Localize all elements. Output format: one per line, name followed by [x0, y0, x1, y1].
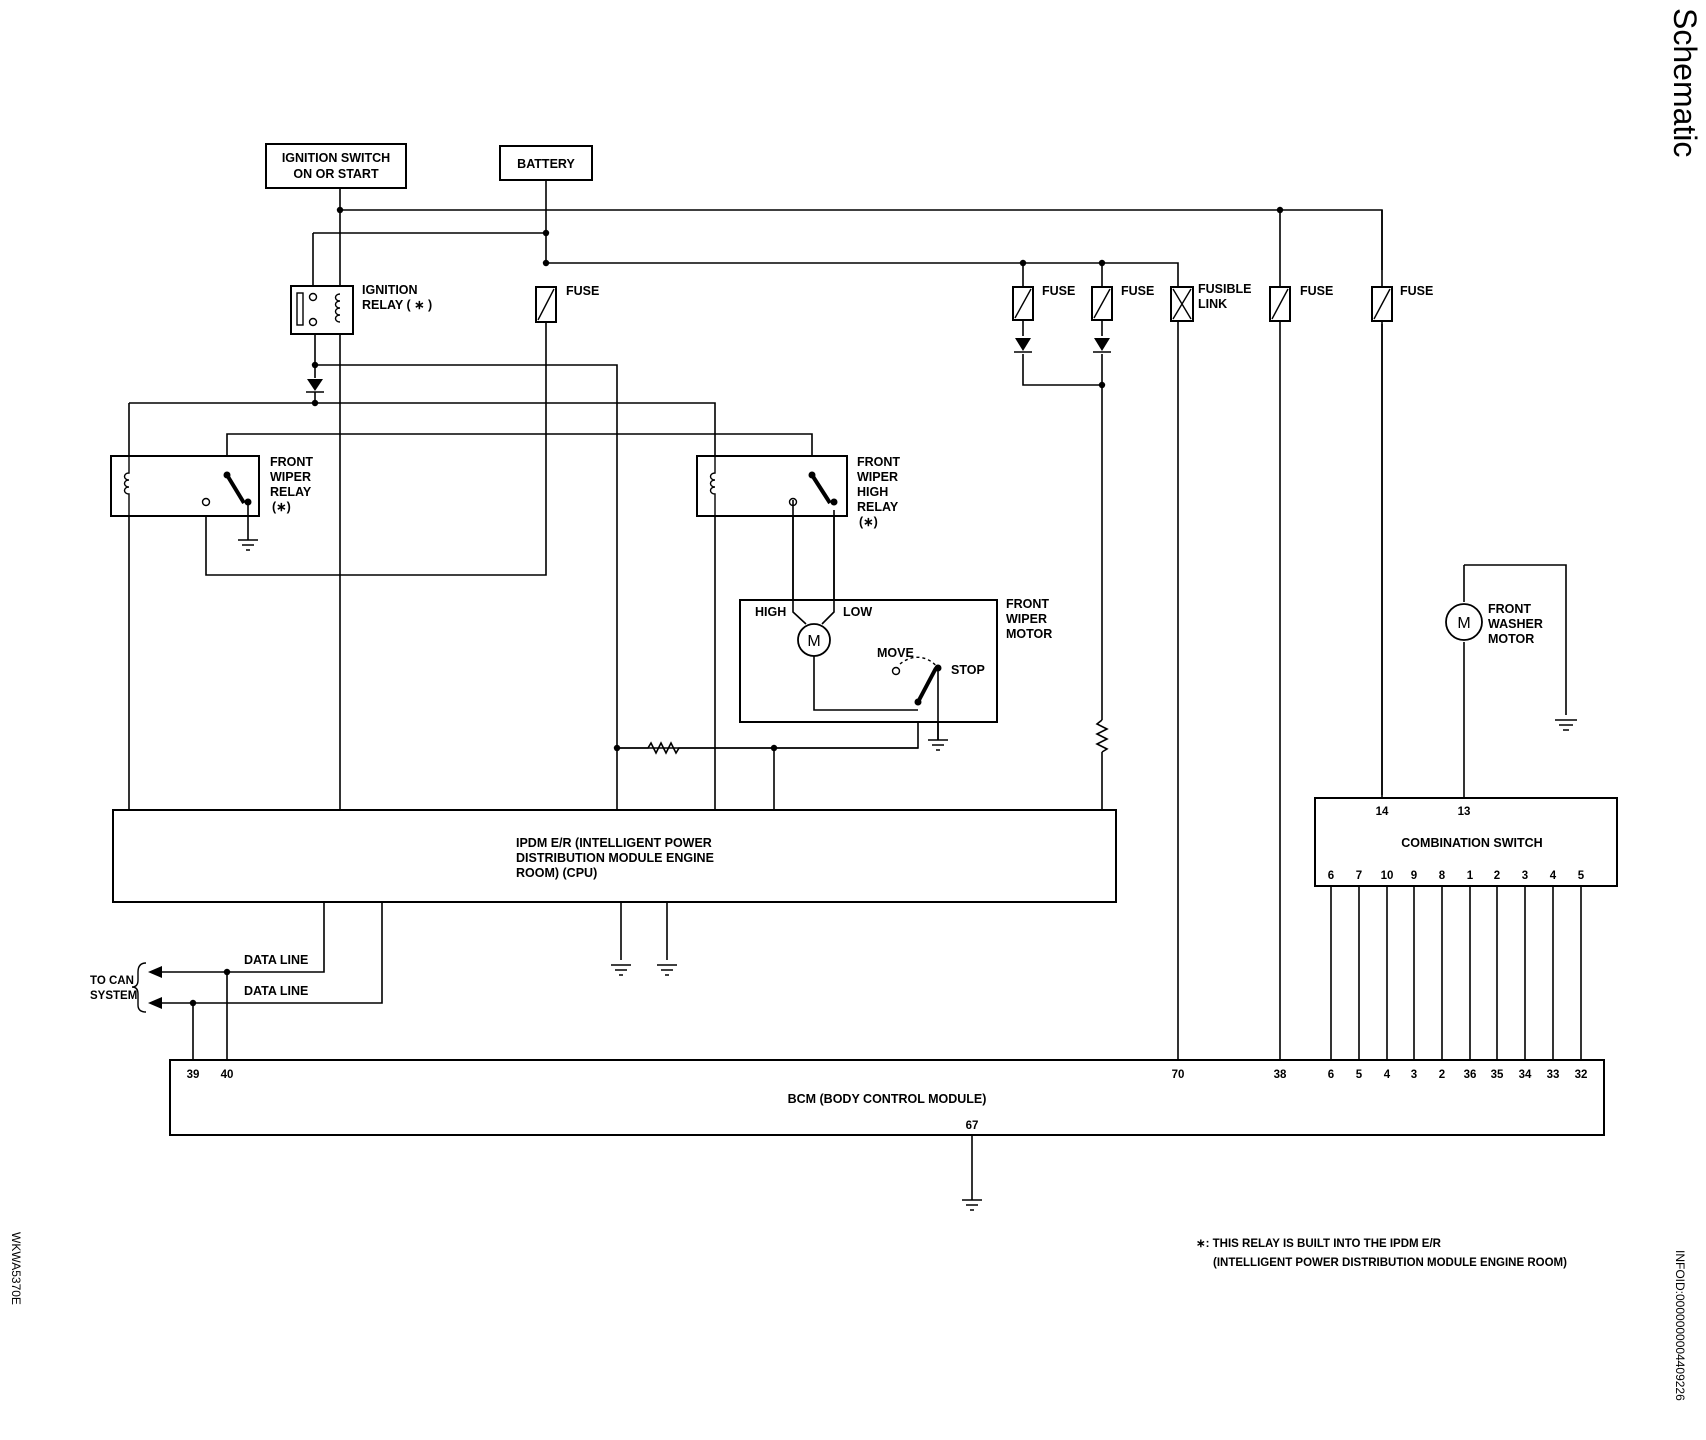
fuse-label: FUSE	[1121, 284, 1154, 298]
page-title: Schematic	[1667, 8, 1703, 157]
washer-motor-title: FRONT	[1488, 602, 1531, 616]
washer-motor-title-2: WASHER	[1488, 617, 1543, 631]
combination-switch: 14 13 COMBINATION SWITCH 6 7 10 9 8 1 2 …	[1314, 797, 1618, 887]
fusible-link: FUSIBLE LINK	[1170, 282, 1251, 322]
washer-motor-symbol: M	[1457, 615, 1470, 632]
ipdm-er: IPDM E/R (INTELLIGENT POWER DISTRIBUTION…	[112, 809, 1117, 903]
bcm-ground-pin: 67	[966, 1120, 979, 1132]
ipdm-label-3: ROOM) (CPU)	[516, 866, 597, 880]
info-id: INFOID:0000000004409226	[1673, 1250, 1687, 1401]
comb-pin: 5	[1578, 870, 1585, 882]
comb-pin: 4	[1550, 870, 1557, 882]
junction-dots	[189, 206, 1284, 1007]
ignition-switch-label-2: ON OR START	[293, 167, 379, 181]
front-wiper-high-relay-label-4: RELAY	[857, 500, 899, 514]
ignition-switch-label: IGNITION SWITCH	[282, 151, 390, 165]
bcm-pin: 5	[1356, 1069, 1363, 1081]
bcm-pin: 39	[187, 1069, 200, 1081]
bcm-pin: 40	[221, 1069, 234, 1081]
bcm-pin: 32	[1575, 1069, 1588, 1081]
front-wiper-relay-label-4: (∗)	[272, 500, 291, 514]
washer-motor-title-3: MOTOR	[1488, 632, 1534, 646]
footnote-line-2: (INTELLIGENT POWER DISTRIBUTION MODULE E…	[1213, 1257, 1567, 1269]
fuse-battery: FUSE	[535, 284, 599, 323]
wiper-motor-symbol: M	[807, 633, 820, 650]
data-line-1-label: DATA LINE	[244, 953, 308, 967]
comb-pin: 2	[1494, 870, 1500, 882]
wiper-motor-title: FRONT	[1006, 597, 1049, 611]
ipdm-label-2: DISTRIBUTION MODULE ENGINE	[516, 851, 714, 865]
fuse-label: FUSE	[1300, 284, 1333, 298]
comb-pin: 10	[1381, 870, 1394, 882]
comb-pin: 3	[1522, 870, 1528, 882]
footnote-line-1: ∗: THIS RELAY IS BUILT INTO THE IPDM E/R	[1196, 1238, 1442, 1250]
bcm-pin: 4	[1384, 1069, 1391, 1081]
wiper-motor-title-2: WIPER	[1006, 612, 1047, 626]
diodes	[306, 338, 1111, 393]
bcm-pin: 35	[1491, 1069, 1504, 1081]
bcm-pin: 2	[1439, 1069, 1445, 1081]
comb-pin-13: 13	[1458, 806, 1471, 818]
fusible-link-label: FUSIBLE	[1198, 282, 1251, 296]
bcm-pin: 36	[1464, 1069, 1477, 1081]
fuse-label: FUSE	[1042, 284, 1075, 298]
comb-pin: 8	[1439, 870, 1446, 882]
front-wiper-relay: FRONT WIPER RELAY (∗)	[110, 455, 313, 551]
can-lines: TO CAN SYSTEM DATA LINE DATA LINE	[90, 953, 308, 1013]
front-washer-motor: M FRONT WASHER MOTOR	[1445, 602, 1543, 646]
fuse-1: FUSE	[1012, 284, 1075, 321]
front-wiper-high-relay-label: FRONT	[857, 455, 900, 469]
to-can-label: TO CAN	[90, 975, 134, 987]
comb-pin: 9	[1411, 870, 1417, 882]
ignition-relay-label: IGNITION	[362, 283, 418, 297]
fuse-3: FUSE	[1269, 284, 1333, 322]
front-wiper-relay-label-3: RELAY	[270, 485, 312, 499]
ignition-relay: IGNITION RELAY ( ∗ )	[290, 283, 432, 335]
data-line-2-label: DATA LINE	[244, 984, 308, 998]
bcm-pin: 6	[1328, 1069, 1334, 1081]
fusible-link-label-2: LINK	[1198, 297, 1227, 311]
page-code: WKWA5370E	[9, 1232, 23, 1305]
bcm: 39 40 70 38 6 5 4 3 2 36 35 34 33 32 BCM…	[169, 1059, 1605, 1136]
comb-pin: 7	[1356, 870, 1362, 882]
ignition-relay-label-2: RELAY ( ∗ )	[362, 298, 432, 312]
fuse-4: FUSE	[1371, 284, 1433, 322]
resistors	[617, 719, 1109, 755]
fuse-label: FUSE	[566, 284, 599, 298]
ipdm-grounds	[611, 719, 1577, 1211]
ipdm-label: IPDM E/R (INTELLIGENT POWER	[516, 836, 712, 850]
bcm-pin: 34	[1519, 1069, 1532, 1081]
front-wiper-motor: M HIGH LOW MOVE STOP FRONT WIPER MOTOR	[739, 500, 1052, 751]
wiper-low-label: LOW	[843, 605, 872, 619]
fuse-label: FUSE	[1400, 284, 1433, 298]
front-wiper-high-relay-label-5: (∗)	[859, 515, 878, 529]
bcm-pin: 70	[1172, 1069, 1185, 1081]
bcm-pin: 3	[1411, 1069, 1417, 1081]
bcm-pin: 33	[1547, 1069, 1560, 1081]
to-can-label-2: SYSTEM	[90, 990, 137, 1002]
fuse-2: FUSE	[1091, 284, 1154, 321]
fuses: FUSE FUSE FUSE FUSIBLE LINK FUSE FUSE	[535, 282, 1433, 323]
combination-switch-label: COMBINATION SWITCH	[1401, 836, 1542, 850]
wiper-motor-title-3: MOTOR	[1006, 627, 1052, 641]
comb-pin-14: 14	[1376, 806, 1389, 818]
bcm-pin: 38	[1274, 1069, 1287, 1081]
front-wiper-high-relay-label-2: WIPER	[857, 470, 898, 484]
bcm-label: BCM (BODY CONTROL MODULE)	[788, 1092, 987, 1106]
battery-box: BATTERY	[499, 145, 593, 181]
front-wiper-high-relay-label-3: HIGH	[857, 485, 888, 499]
front-wiper-relay-label: FRONT	[270, 455, 313, 469]
wiper-stop-label: STOP	[951, 663, 985, 677]
comb-pin: 6	[1328, 870, 1334, 882]
ignition-switch-box: IGNITION SWITCH ON OR START	[265, 143, 407, 189]
front-wiper-high-relay: FRONT WIPER HIGH RELAY (∗)	[696, 455, 900, 529]
battery-label: BATTERY	[517, 157, 575, 171]
comb-pin: 1	[1467, 870, 1474, 882]
footnote: ∗: THIS RELAY IS BUILT INTO THE IPDM E/R…	[1196, 1238, 1567, 1269]
wiper-high-label: HIGH	[755, 605, 786, 619]
wiper-move-label: MOVE	[877, 646, 914, 660]
front-wiper-relay-label-2: WIPER	[270, 470, 311, 484]
